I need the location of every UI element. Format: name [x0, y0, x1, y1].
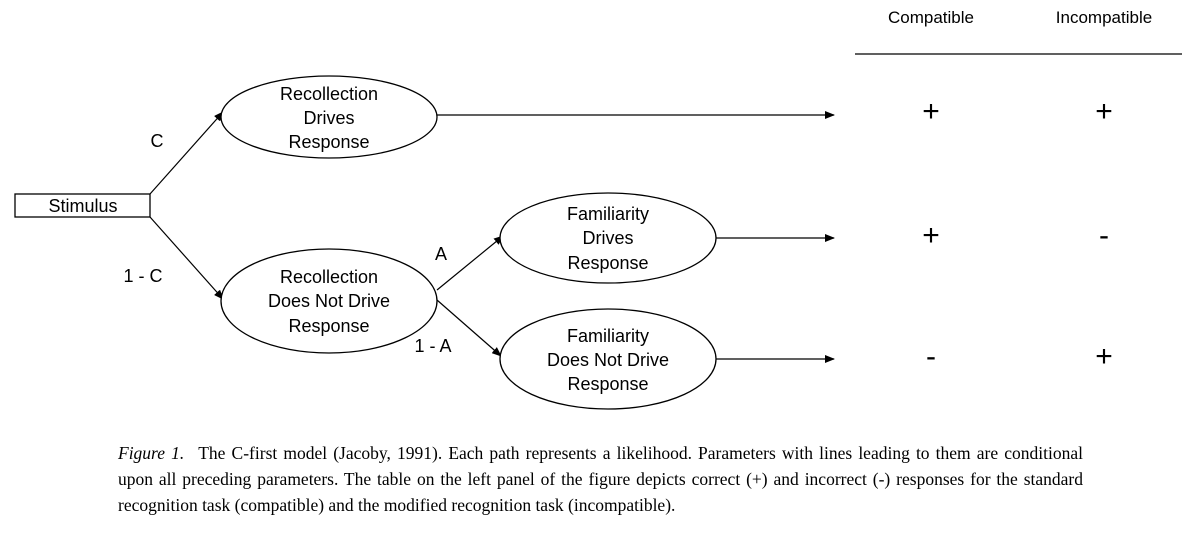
recollection-not-line3: Response [288, 316, 369, 336]
edge-label-1-minus-a: 1 - A [414, 336, 451, 356]
c-first-model-diagram: Compatible Incompatible Stimulus C 1 - C… [14, 8, 1182, 410]
node-recollection-not [220, 248, 438, 354]
row2-incompatible-sign: - [1099, 219, 1109, 252]
row1-incompatible-sign: + [1095, 95, 1113, 128]
edge-stimulus-to-recollection-drives [149, 111, 224, 195]
edge-label-1-minus-c: 1 - C [123, 266, 162, 286]
recollection-drives-line1: Recollection [280, 84, 378, 104]
familiarity-not-line2: Does Not Drive [547, 350, 669, 370]
familiarity-drives-line1: Familiarity [567, 204, 649, 224]
figure-label: Figure 1. [118, 443, 185, 463]
figure-caption: Figure 1.The C-first model (Jacoby, 1991… [118, 440, 1083, 518]
recollection-not-line1: Recollection [280, 267, 378, 287]
row3-compatible-sign: - [926, 340, 936, 373]
recollection-drives-line3: Response [288, 132, 369, 152]
recollection-drives-line2: Drives [303, 108, 354, 128]
row2-compatible-sign: + [922, 219, 940, 252]
familiarity-drives-line3: Response [567, 253, 648, 273]
recollection-not-line2: Does Not Drive [268, 291, 390, 311]
edge-to-familiarity-drives [436, 235, 504, 291]
header-incompatible: Incompatible [1056, 8, 1152, 27]
figure-caption-text: The C-first model (Jacoby, 1991). Each p… [118, 443, 1083, 515]
familiarity-not-line1: Familiarity [567, 326, 649, 346]
edge-to-familiarity-not [436, 299, 502, 357]
edge-stimulus-to-recollection-not [149, 216, 224, 300]
stimulus-box [14, 193, 151, 218]
familiarity-drives-line2: Drives [582, 228, 633, 248]
stimulus-label: Stimulus [48, 196, 117, 216]
edge-label-c: C [151, 131, 164, 151]
familiarity-not-line3: Response [567, 374, 648, 394]
node-recollection-drives [220, 75, 438, 159]
edge-label-a: A [435, 244, 447, 264]
header-compatible: Compatible [888, 8, 974, 27]
row1-compatible-sign: + [922, 95, 940, 128]
row3-incompatible-sign: + [1095, 340, 1113, 373]
